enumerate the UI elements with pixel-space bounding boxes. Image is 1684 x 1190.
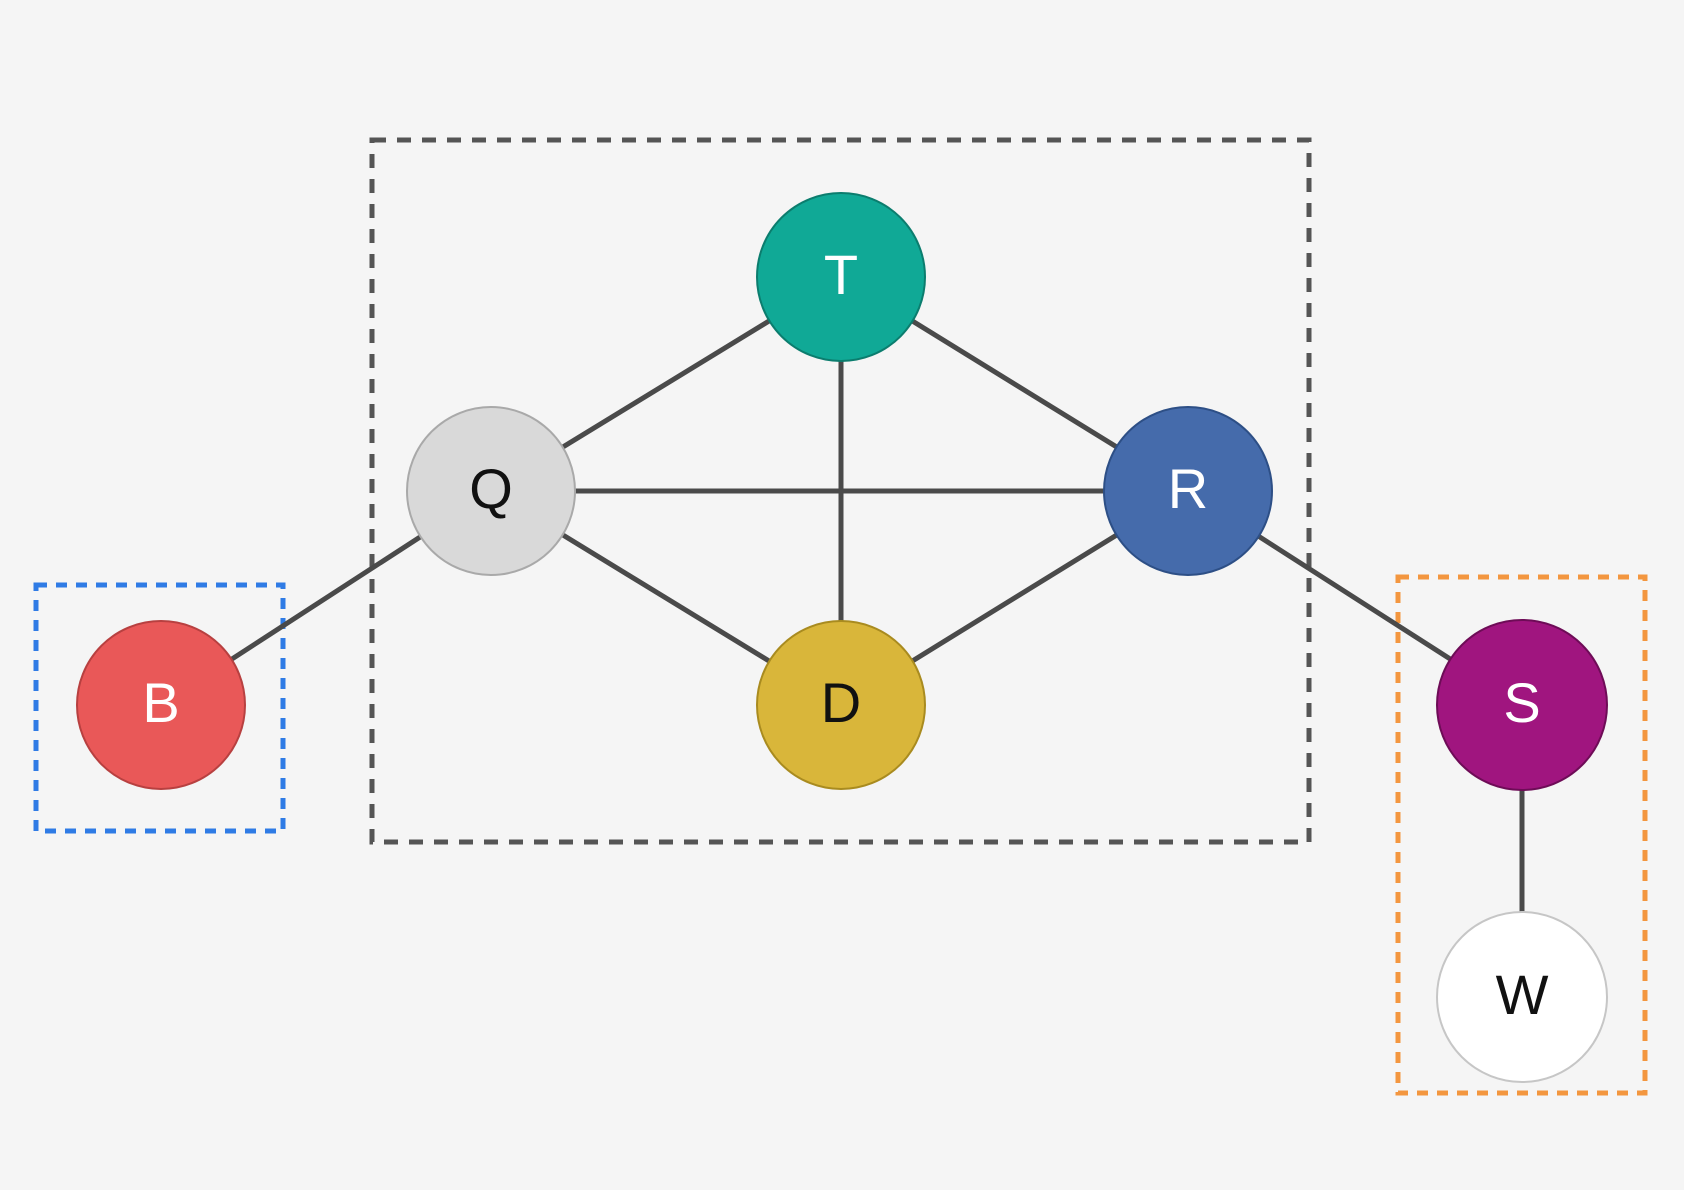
node-q-circle: [406, 406, 576, 576]
node-b-label: B: [142, 671, 179, 734]
node-b-circle: [76, 620, 246, 790]
node-r-circle: [1103, 406, 1273, 576]
node-w-circle: [1436, 911, 1608, 1083]
group-box-right: [1395, 574, 1648, 1096]
node-w-label: W: [1496, 963, 1549, 1026]
node-r[interactable]: R: [1103, 406, 1273, 576]
node-d-circle: [756, 620, 926, 790]
node-b[interactable]: B: [76, 620, 246, 790]
node-s-circle: [1436, 619, 1608, 791]
node-t-label: T: [824, 243, 858, 306]
nodes: T Q R D B S W: [76, 192, 1608, 1083]
node-q[interactable]: Q: [406, 406, 576, 576]
node-t[interactable]: T: [756, 192, 926, 362]
cluster-boxes: [33, 137, 1648, 1096]
node-w[interactable]: W: [1436, 911, 1608, 1083]
group-box-core: [369, 137, 1312, 845]
node-s-label: S: [1503, 671, 1540, 734]
group-box-left: [33, 582, 286, 834]
node-d-label: D: [821, 671, 861, 734]
node-r-label: R: [1168, 457, 1208, 520]
node-q-label: Q: [469, 457, 513, 520]
node-d[interactable]: D: [756, 620, 926, 790]
node-s[interactable]: S: [1436, 619, 1608, 791]
node-t-circle: [756, 192, 926, 362]
